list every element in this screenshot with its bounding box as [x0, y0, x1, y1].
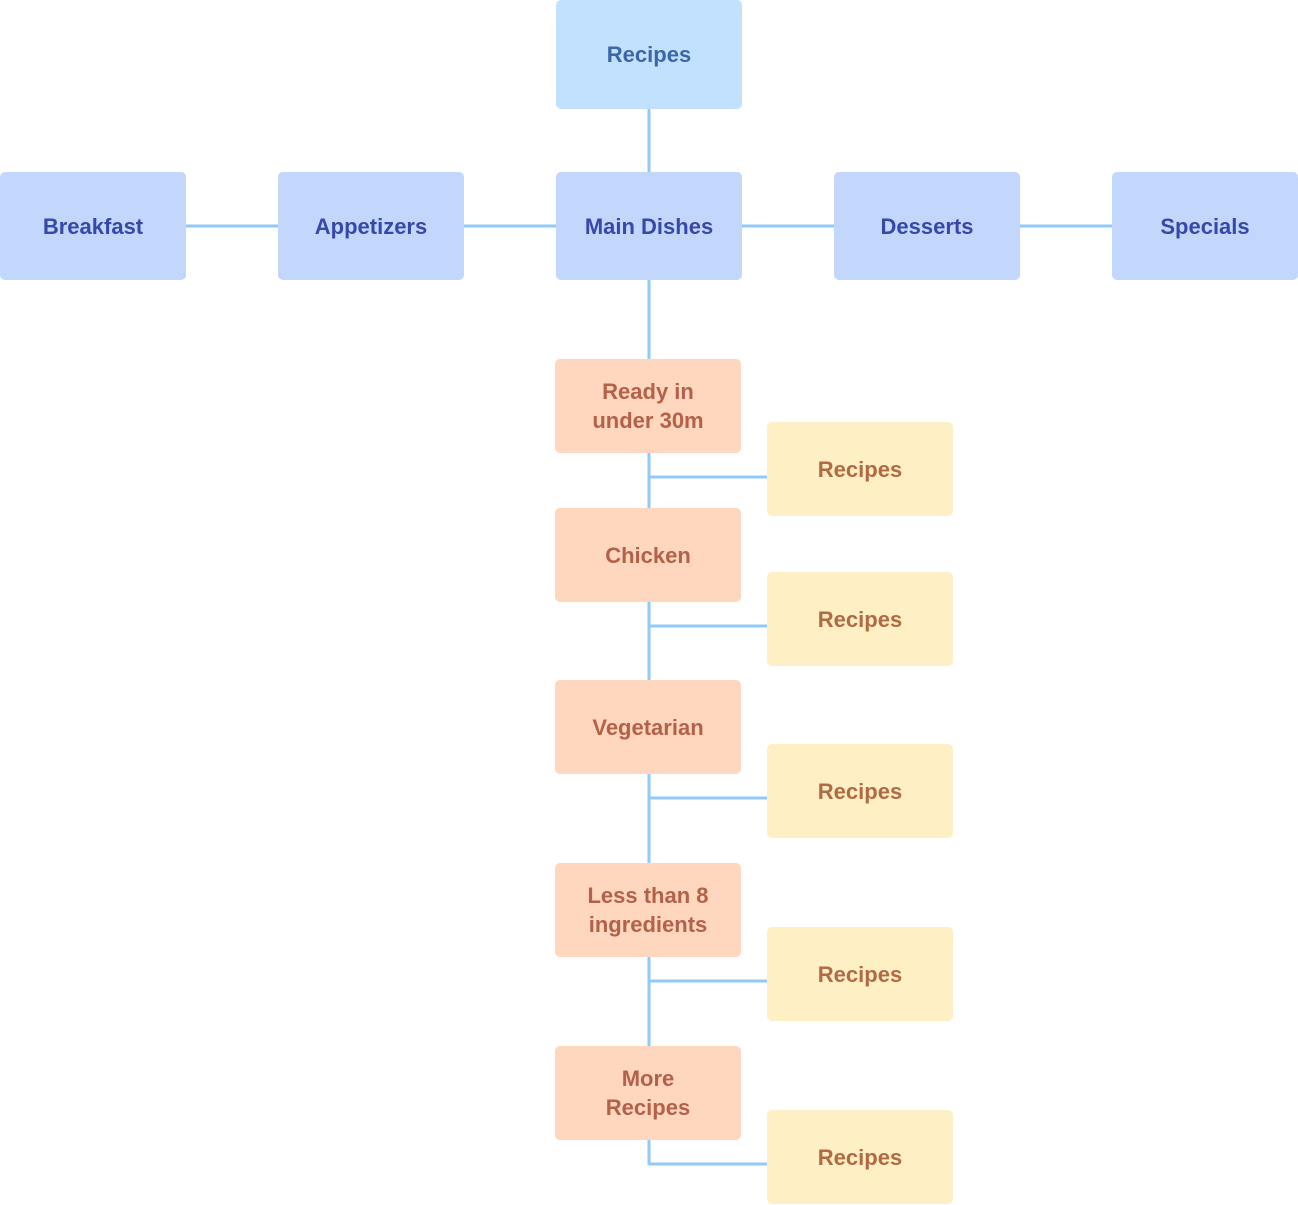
root-node: Recipes	[556, 0, 742, 109]
leaf-recipes-chicken: Recipes	[767, 572, 953, 666]
category-main-dishes: Main Dishes	[556, 172, 742, 280]
category-desserts: Desserts	[834, 172, 1020, 280]
category-specials: Specials	[1112, 172, 1298, 280]
leaf-recipes-more-recipes: Recipes	[767, 1110, 953, 1204]
category-appetizers: Appetizers	[278, 172, 464, 280]
category-breakfast: Breakfast	[0, 172, 186, 280]
subcategory-chicken: Chicken	[555, 508, 741, 602]
leaf-recipes-vegetarian: Recipes	[767, 744, 953, 838]
subcategory-vegetarian: Vegetarian	[555, 680, 741, 774]
subcategory-ready-in-30m: Ready in under 30m	[555, 359, 741, 453]
leaf-recipes-ready-in-30m: Recipes	[767, 422, 953, 516]
subcategory-more-recipes: More Recipes	[555, 1046, 741, 1140]
leaf-recipes-less-than-8-ingredients: Recipes	[767, 927, 953, 1021]
subcategory-less-than-8-ingredients: Less than 8 ingredients	[555, 863, 741, 957]
